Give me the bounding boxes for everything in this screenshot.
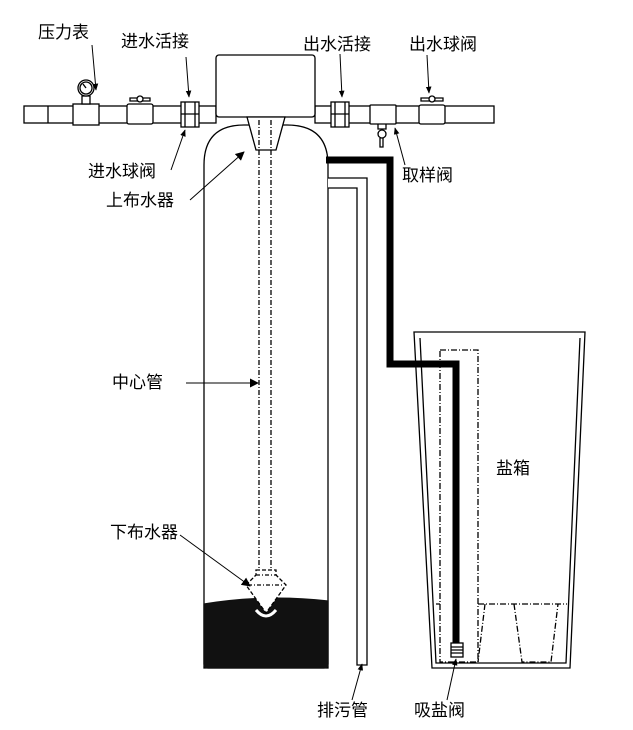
- label-lower-distributor: 下布水器: [110, 523, 178, 543]
- label-outlet-union: 出水活接: [303, 35, 371, 55]
- label-brine-tank: 盐箱: [496, 459, 530, 479]
- drain-pipe: [328, 177, 368, 666]
- pressure-gauge: [72, 79, 100, 126]
- sampling-valve: [369, 104, 397, 148]
- label-pressure-gauge: 压力表: [38, 23, 89, 43]
- pipe: [23, 105, 495, 124]
- brine-valve: [450, 642, 464, 658]
- brine-tank: [413, 331, 586, 669]
- label-outlet-ball-valve: 出水球阀: [409, 35, 477, 55]
- center-tube: [258, 120, 272, 570]
- resin-tank: [203, 124, 329, 669]
- control-valve-head: [215, 54, 316, 118]
- brine-line: [326, 156, 460, 645]
- inlet-union: [180, 101, 200, 128]
- outlet-ball-valve: [418, 95, 446, 125]
- label-inlet-ball-valve: 进水球阀: [88, 162, 156, 182]
- label-sampling-valve: 取样阀: [402, 166, 453, 186]
- lower-distributor: [245, 569, 287, 618]
- upper-distributor: [246, 116, 286, 151]
- label-drain-pipe: 排污管: [317, 701, 368, 721]
- inlet-ball-valve: [126, 95, 154, 125]
- label-inlet-union: 进水活接: [121, 32, 189, 52]
- label-center-tube: 中心管: [112, 373, 163, 393]
- outlet-union: [330, 101, 350, 128]
- label-upper-distributor: 上布水器: [106, 191, 174, 211]
- label-brine-valve: 吸盐阀: [414, 701, 465, 721]
